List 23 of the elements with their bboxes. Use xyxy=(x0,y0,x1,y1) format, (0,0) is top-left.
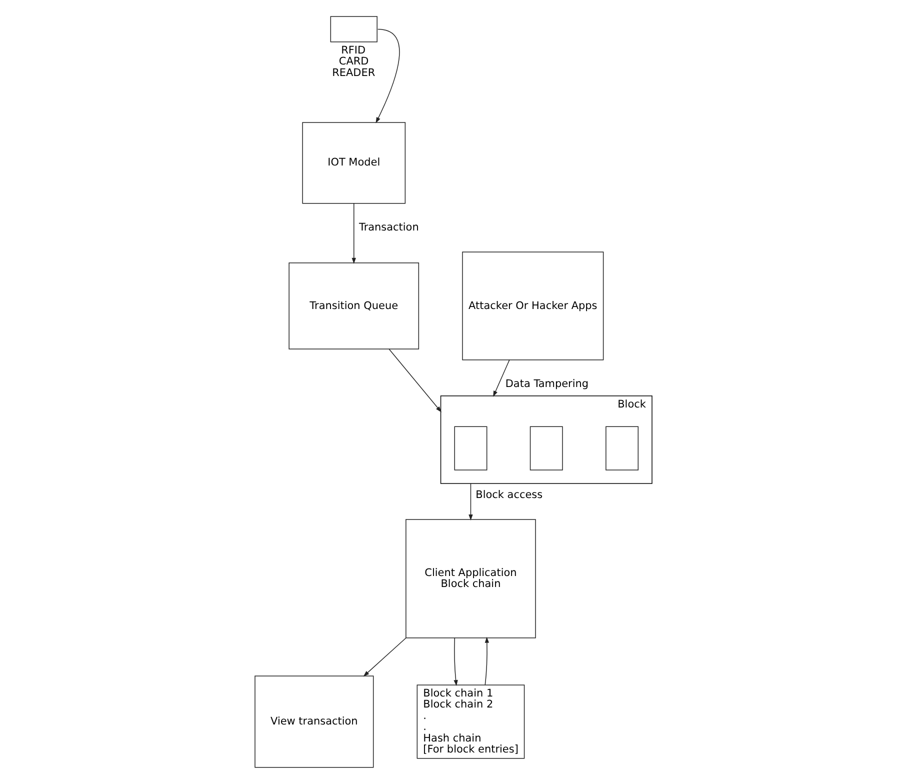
node-box xyxy=(605,426,638,470)
arrow xyxy=(492,360,510,397)
edge-label: Block access xyxy=(475,488,542,501)
arrow xyxy=(484,636,489,686)
arrow xyxy=(388,348,441,412)
edge-label: Data Tampering xyxy=(504,378,588,390)
node-box: Block chain 1 Block chain 2 . . Hash chain [For block entries] xyxy=(416,684,524,759)
node-box: Attacker Or Hacker Apps xyxy=(462,252,604,360)
node-box xyxy=(454,426,487,470)
cluster: Block xyxy=(440,396,652,484)
arrow xyxy=(351,203,356,264)
node-box xyxy=(330,16,377,42)
arrow xyxy=(375,28,400,124)
node-label: RFID CARD READER xyxy=(332,44,375,79)
arrow xyxy=(453,638,458,686)
edge-label: Transaction xyxy=(358,221,418,234)
arrow xyxy=(362,638,406,677)
node-box xyxy=(529,426,562,470)
arrow xyxy=(468,483,472,520)
node-box: View transaction xyxy=(254,676,374,768)
node-box: Client Application Block chain xyxy=(405,519,536,638)
node-box: Transition Queue xyxy=(288,262,419,350)
node-box: IOT Model xyxy=(302,122,406,204)
